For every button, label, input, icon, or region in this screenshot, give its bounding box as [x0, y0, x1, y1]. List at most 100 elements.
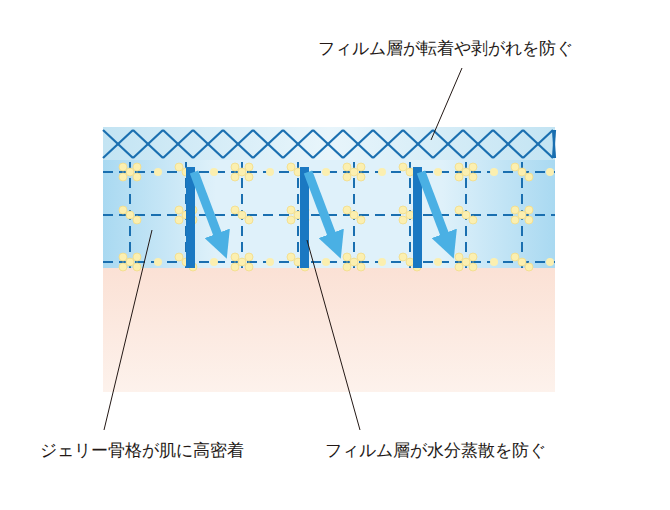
mesh-stroke	[463, 130, 493, 158]
gel-dot	[399, 206, 407, 214]
mesh-stroke	[103, 130, 133, 158]
gel-dot	[469, 216, 477, 224]
gel-dot	[399, 216, 407, 224]
gel-dot	[287, 206, 295, 214]
gel-dot	[525, 263, 533, 271]
gel-dot	[462, 211, 470, 219]
mesh-stroke	[403, 130, 433, 158]
callout-label: フィルム層が転着や剥がれを防ぐ	[316, 38, 575, 58]
gel-dot	[462, 258, 470, 266]
gel-dot	[525, 173, 533, 181]
gel-dot	[469, 253, 477, 261]
gel-dot	[511, 206, 519, 214]
mesh-stroke	[253, 130, 283, 158]
mesh-stroke	[523, 130, 553, 158]
mesh-stroke	[433, 130, 463, 158]
gel-dot	[287, 253, 295, 261]
skin-layer	[103, 268, 555, 392]
gel-dot	[133, 163, 141, 171]
gel-dot	[175, 216, 183, 224]
mesh-stroke	[133, 130, 163, 158]
callout-label: ジェリー骨格が肌に高密着	[38, 440, 246, 460]
gel-dot	[511, 253, 519, 261]
gel-dot	[119, 163, 127, 171]
mesh-stroke	[463, 130, 493, 158]
gel-dot	[455, 206, 463, 214]
mesh-stroke	[313, 130, 343, 158]
gel-grid	[103, 162, 555, 268]
gel-dot	[231, 263, 239, 271]
moisture-arrow	[194, 172, 222, 246]
film-layer	[103, 127, 555, 160]
gel-dot	[231, 173, 239, 181]
gel-dot	[357, 263, 365, 271]
gel-dot	[133, 173, 141, 181]
gel-dot	[266, 168, 274, 176]
gel-dot	[322, 168, 330, 176]
gel-dot	[525, 206, 533, 214]
gel-dot	[343, 253, 351, 261]
gel-dot	[518, 211, 526, 219]
mesh-stroke	[373, 130, 403, 158]
mesh-stroke	[133, 130, 163, 158]
gel-dot	[525, 216, 533, 224]
mesh-stroke	[523, 130, 553, 158]
mesh-stroke	[343, 130, 373, 158]
gel-dots	[119, 163, 554, 271]
mesh-stroke	[253, 130, 283, 158]
gel-dot	[399, 253, 407, 261]
gel-dot	[469, 263, 477, 271]
gel-dot	[245, 253, 253, 261]
gel-dot	[455, 173, 463, 181]
mesh-stroke	[283, 130, 313, 158]
gel-dot	[322, 258, 330, 266]
leader-line	[307, 240, 360, 430]
gel-dot	[231, 253, 239, 261]
gel-dot	[469, 163, 477, 171]
mesh-stroke	[553, 130, 555, 158]
gel-dot	[238, 211, 246, 219]
mesh-stroke	[223, 130, 253, 158]
gel-dot	[126, 258, 134, 266]
mesh-stroke	[223, 130, 253, 158]
mesh-stroke	[103, 130, 133, 158]
gel-dot	[406, 258, 414, 266]
gel-dot	[455, 253, 463, 261]
gel-dot	[455, 163, 463, 171]
mesh-stroke	[193, 130, 223, 158]
gel-dot	[343, 206, 351, 214]
gel-dot	[245, 173, 253, 181]
gel-dot	[231, 163, 239, 171]
gel-dot	[455, 263, 463, 271]
barrier-arrows	[186, 167, 449, 268]
gel-dot	[245, 163, 253, 171]
gel-dot	[266, 258, 274, 266]
moisture-arrow	[308, 172, 336, 246]
gel-dot	[175, 163, 183, 171]
gel-dot	[154, 258, 162, 266]
mesh-stroke	[373, 130, 403, 158]
gel-layer	[103, 160, 555, 268]
gel-dot	[119, 173, 127, 181]
gel-dot	[287, 163, 295, 171]
gel-dot	[238, 258, 246, 266]
gel-dot	[343, 263, 351, 271]
mesh-stroke	[163, 130, 193, 158]
gel-dot	[462, 168, 470, 176]
gel-dot	[378, 168, 386, 176]
gel-dot	[154, 168, 162, 176]
gel-dot	[490, 168, 498, 176]
mesh-stroke	[283, 130, 313, 158]
leader-line	[431, 68, 462, 140]
gel-dot	[126, 168, 134, 176]
gel-dot	[126, 211, 134, 219]
gel-dot	[350, 258, 358, 266]
gel-dot	[406, 168, 414, 176]
film-mesh	[103, 130, 555, 158]
leader-line	[104, 230, 152, 430]
mesh-stroke	[433, 130, 463, 158]
gel-dot	[175, 253, 183, 261]
gel-dot	[287, 216, 295, 224]
gel-dot	[511, 216, 519, 224]
